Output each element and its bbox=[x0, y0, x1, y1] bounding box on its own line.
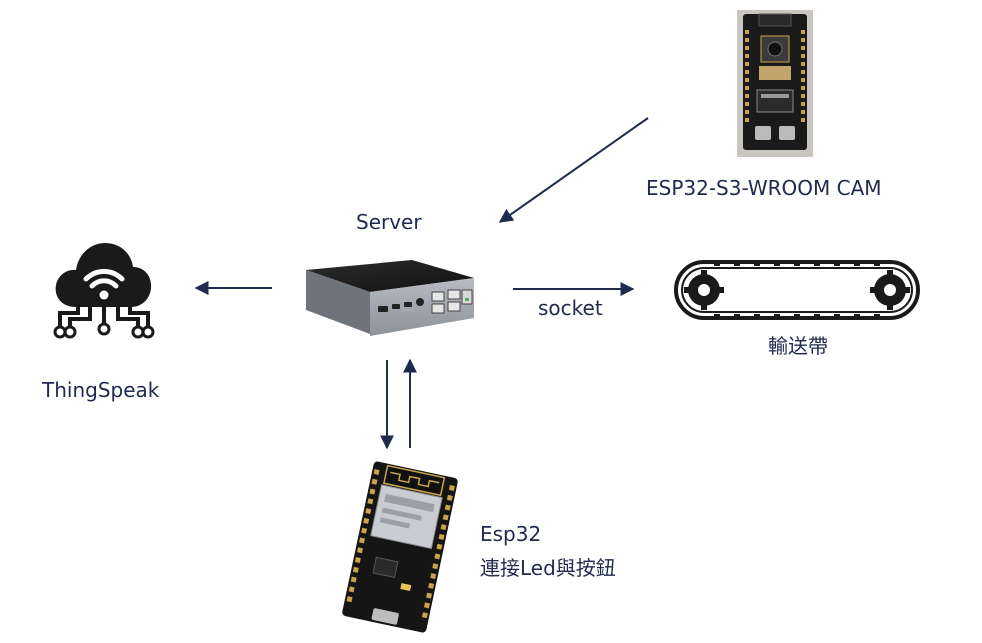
esp32-label-line1: Esp32 bbox=[480, 522, 542, 546]
server-label: Server bbox=[356, 210, 422, 234]
conveyor-label: 輸送帶 bbox=[768, 334, 828, 358]
esp32-board-image bbox=[342, 461, 458, 633]
cloud-iot-icon bbox=[53, 243, 155, 339]
conveyor-belt-icon bbox=[674, 260, 920, 320]
gear-icon bbox=[870, 270, 910, 310]
thingspeak-label: ThingSpeak bbox=[42, 378, 160, 402]
gear-icon bbox=[684, 270, 724, 310]
esp32-label-line2: 連接Led與按鈕 bbox=[480, 556, 616, 580]
camera-module-image bbox=[737, 10, 813, 157]
arrow-camera-to-server bbox=[498, 117, 649, 223]
socket-label: socket bbox=[538, 296, 603, 320]
camera-label: ESP32-S3-WROOM CAM bbox=[646, 176, 882, 200]
server-device-image bbox=[306, 260, 474, 336]
